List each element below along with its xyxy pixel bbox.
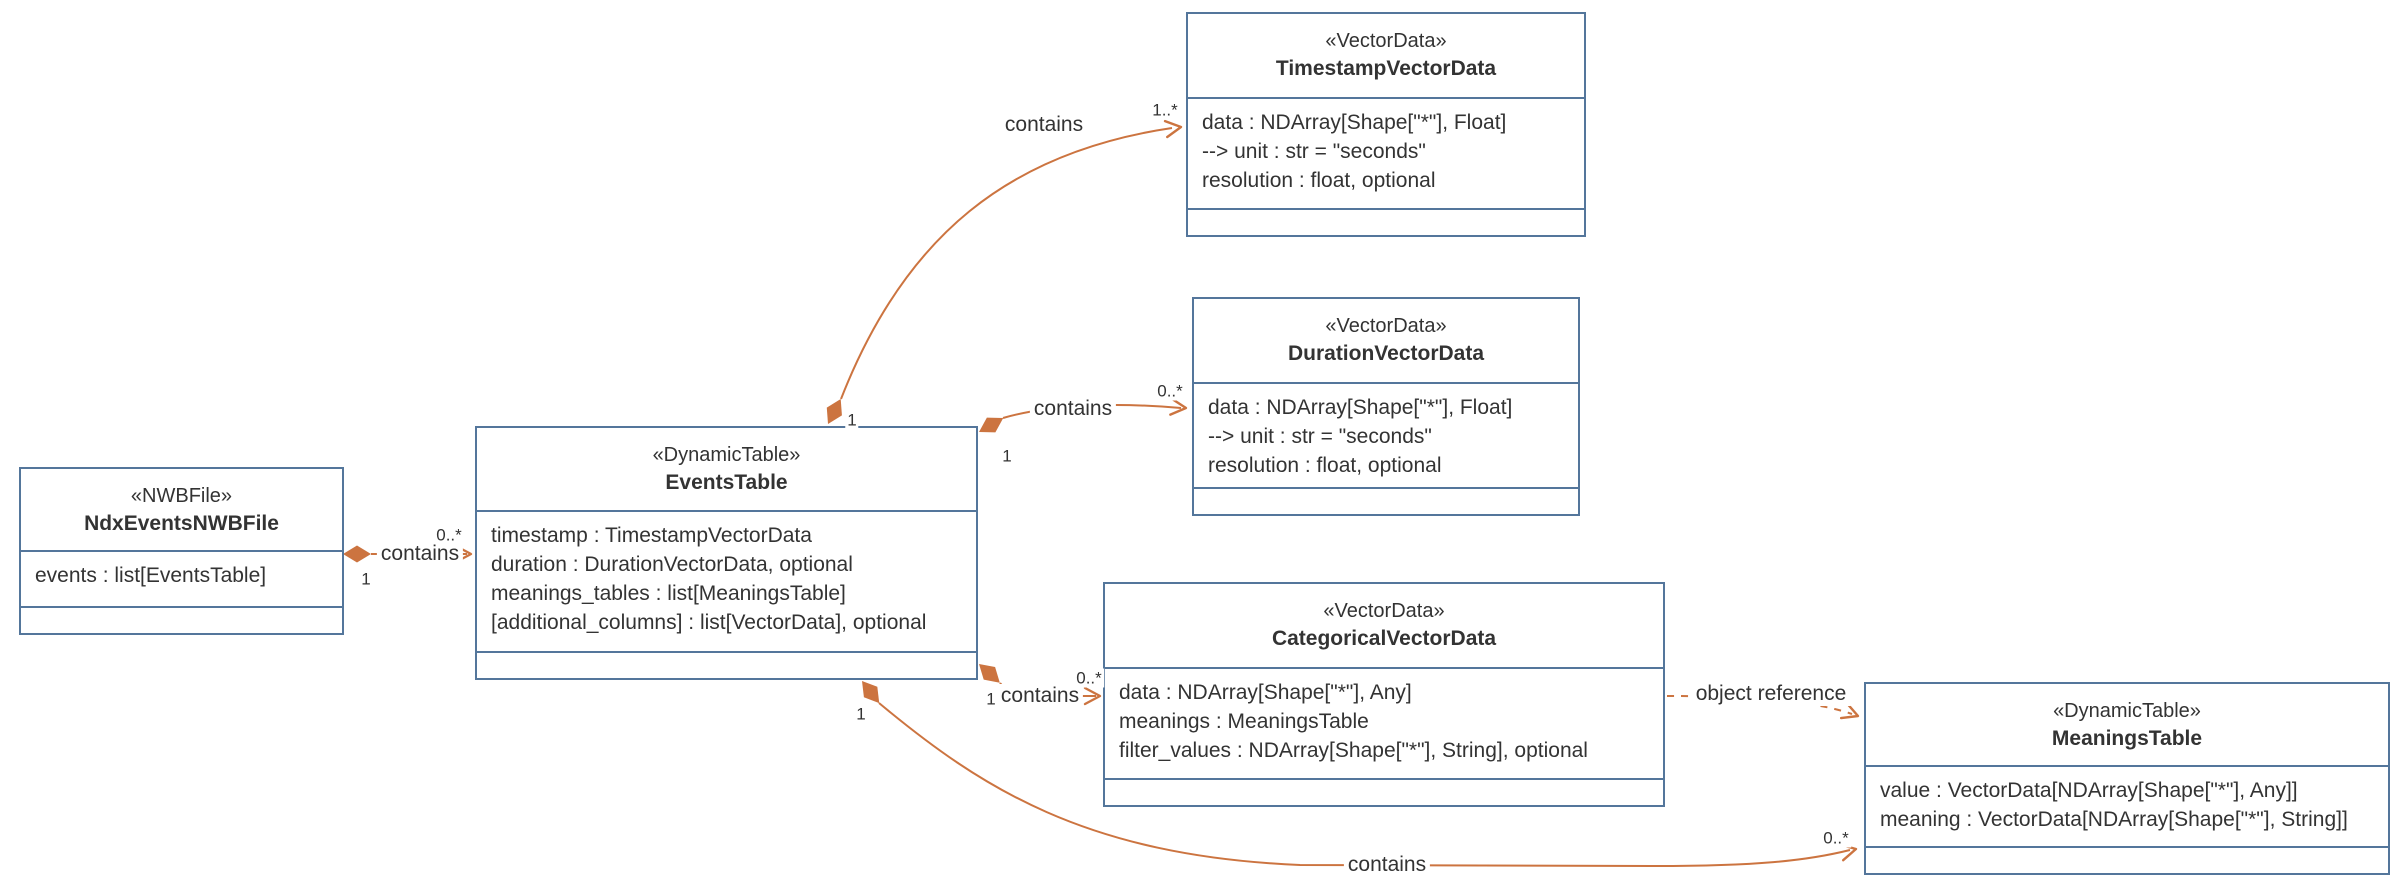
class-attribute: duration : DurationVectorData, optional xyxy=(491,553,853,576)
class-box-durationvectordata: «VectorData» DurationVectorData data : N… xyxy=(1192,297,1580,516)
multiplicity-target: 0..* xyxy=(1074,668,1104,688)
class-attribute: resolution : float, optional xyxy=(1202,169,1436,192)
class-stereotype: «VectorData» xyxy=(1323,600,1445,622)
reference-arrowhead xyxy=(1839,701,1860,720)
multiplicity-source: 1 xyxy=(845,410,859,430)
containment-arrowhead xyxy=(1163,119,1183,139)
class-attribute: timestamp : TimestampVectorData xyxy=(491,524,812,547)
class-header: «NWBFile» NdxEventsNWBFile xyxy=(21,469,342,550)
class-footer-compartment xyxy=(1866,846,2388,873)
class-attribute: meanings_tables : list[MeaningsTable] xyxy=(491,582,846,605)
edge-label-contains: contains xyxy=(996,684,1084,708)
containment-arrowhead xyxy=(1169,397,1188,416)
multiplicity-source: 1 xyxy=(1000,446,1014,466)
class-attribute: data : NDArray[Shape["*"], Float] xyxy=(1202,111,1507,134)
class-attribute: value : VectorData[NDArray[Shape["*"], A… xyxy=(1880,779,2298,802)
edge-label-contains: contains xyxy=(1029,397,1117,421)
class-footer-compartment xyxy=(1188,208,1584,235)
composition-diamond xyxy=(343,545,371,563)
class-attribute: --> unit : str = "seconds" xyxy=(1202,140,1426,163)
class-name: DurationVectorData xyxy=(1287,342,1485,365)
composition-diamond xyxy=(979,664,1000,683)
edge-label-contains: contains xyxy=(1000,113,1088,137)
multiplicity-target: 0..* xyxy=(1821,828,1851,848)
class-header: «DynamicTable» MeaningsTable xyxy=(1866,684,2388,765)
edge-line xyxy=(878,702,1851,868)
multiplicity-source: 1 xyxy=(984,689,998,709)
class-attribute: events : list[EventsTable] xyxy=(35,564,267,587)
class-stereotype: «VectorData» xyxy=(1325,30,1447,52)
multiplicity-source: 1 xyxy=(854,704,868,724)
composition-diamond xyxy=(862,681,880,704)
class-attribute: data : NDArray[Shape["*"], Any] xyxy=(1119,681,1412,704)
class-box-categoricalvectordata: «VectorData» CategoricalVectorData data … xyxy=(1103,582,1665,807)
multiplicity-target: 0..* xyxy=(1155,381,1185,401)
class-attributes: timestamp : TimestampVectorData duration… xyxy=(477,510,976,637)
class-attribute: meaning : VectorData[NDArray[Shape["*"],… xyxy=(1880,808,2348,831)
composition-diamond xyxy=(826,399,842,424)
class-attributes: data : NDArray[Shape["*"], Float] --> un… xyxy=(1188,97,1584,195)
edge-line xyxy=(840,127,1173,400)
class-header: «VectorData» DurationVectorData xyxy=(1194,299,1578,382)
class-footer-compartment xyxy=(477,651,976,678)
edge-label-contains: contains xyxy=(376,542,464,566)
class-box-meaningstable: «DynamicTable» MeaningsTable value : Vec… xyxy=(1864,682,2390,875)
class-name: TimestampVectorData xyxy=(1275,57,1497,80)
class-name: EventsTable xyxy=(665,471,788,494)
class-attribute: data : NDArray[Shape["*"], Float] xyxy=(1208,396,1513,419)
class-header: «VectorData» CategoricalVectorData xyxy=(1105,584,1663,667)
edge-label-contains: contains xyxy=(1343,853,1431,877)
class-name: CategoricalVectorData xyxy=(1271,627,1497,650)
class-attributes: data : NDArray[Shape["*"], Any] meanings… xyxy=(1105,667,1663,765)
edge-label-object-reference: object reference xyxy=(1691,682,1851,706)
class-name: MeaningsTable xyxy=(2051,727,2203,750)
class-box-eventstable: «DynamicTable» EventsTable timestamp : T… xyxy=(475,426,978,680)
containment-arrowhead xyxy=(1083,686,1102,706)
class-box-timestampvectordata: «VectorData» TimestampVectorData data : … xyxy=(1186,12,1586,237)
class-stereotype: «VectorData» xyxy=(1325,315,1447,337)
class-footer-compartment xyxy=(1105,778,1663,805)
class-attribute: resolution : float, optional xyxy=(1208,454,1442,477)
composition-diamond xyxy=(979,417,1004,433)
class-name: NdxEventsNWBFile xyxy=(84,512,279,535)
class-stereotype: «DynamicTable» xyxy=(2053,700,2201,722)
multiplicity-target: 0..* xyxy=(434,525,464,545)
class-stereotype: «NWBFile» xyxy=(130,485,233,507)
class-footer-compartment xyxy=(21,606,342,633)
class-attributes: value : VectorData[NDArray[Shape["*"], A… xyxy=(1866,765,2388,834)
edge-contains-eventstable-to-timestamp xyxy=(826,119,1183,424)
multiplicity-target: 1..* xyxy=(1150,100,1180,120)
class-attribute: filter_values : NDArray[Shape["*"], Stri… xyxy=(1119,739,1588,762)
edge-contains-eventstable-to-meaningstable xyxy=(862,681,1858,868)
class-attribute: meanings : MeaningsTable xyxy=(1119,710,1369,733)
class-box-ndxeventsnwbfile: «NWBFile» NdxEventsNWBFile events : list… xyxy=(19,467,344,635)
class-header: «DynamicTable» EventsTable xyxy=(477,428,976,510)
class-attributes: data : NDArray[Shape["*"], Float] --> un… xyxy=(1194,382,1578,480)
class-footer-compartment xyxy=(1194,487,1578,514)
class-attribute: --> unit : str = "seconds" xyxy=(1208,425,1432,448)
class-stereotype: «DynamicTable» xyxy=(652,444,801,466)
multiplicity-source: 1 xyxy=(359,569,373,589)
class-header: «VectorData» TimestampVectorData xyxy=(1188,14,1584,97)
class-attributes: events : list[EventsTable] xyxy=(21,550,342,590)
class-attribute: [additional_columns] : list[VectorData],… xyxy=(491,611,927,634)
